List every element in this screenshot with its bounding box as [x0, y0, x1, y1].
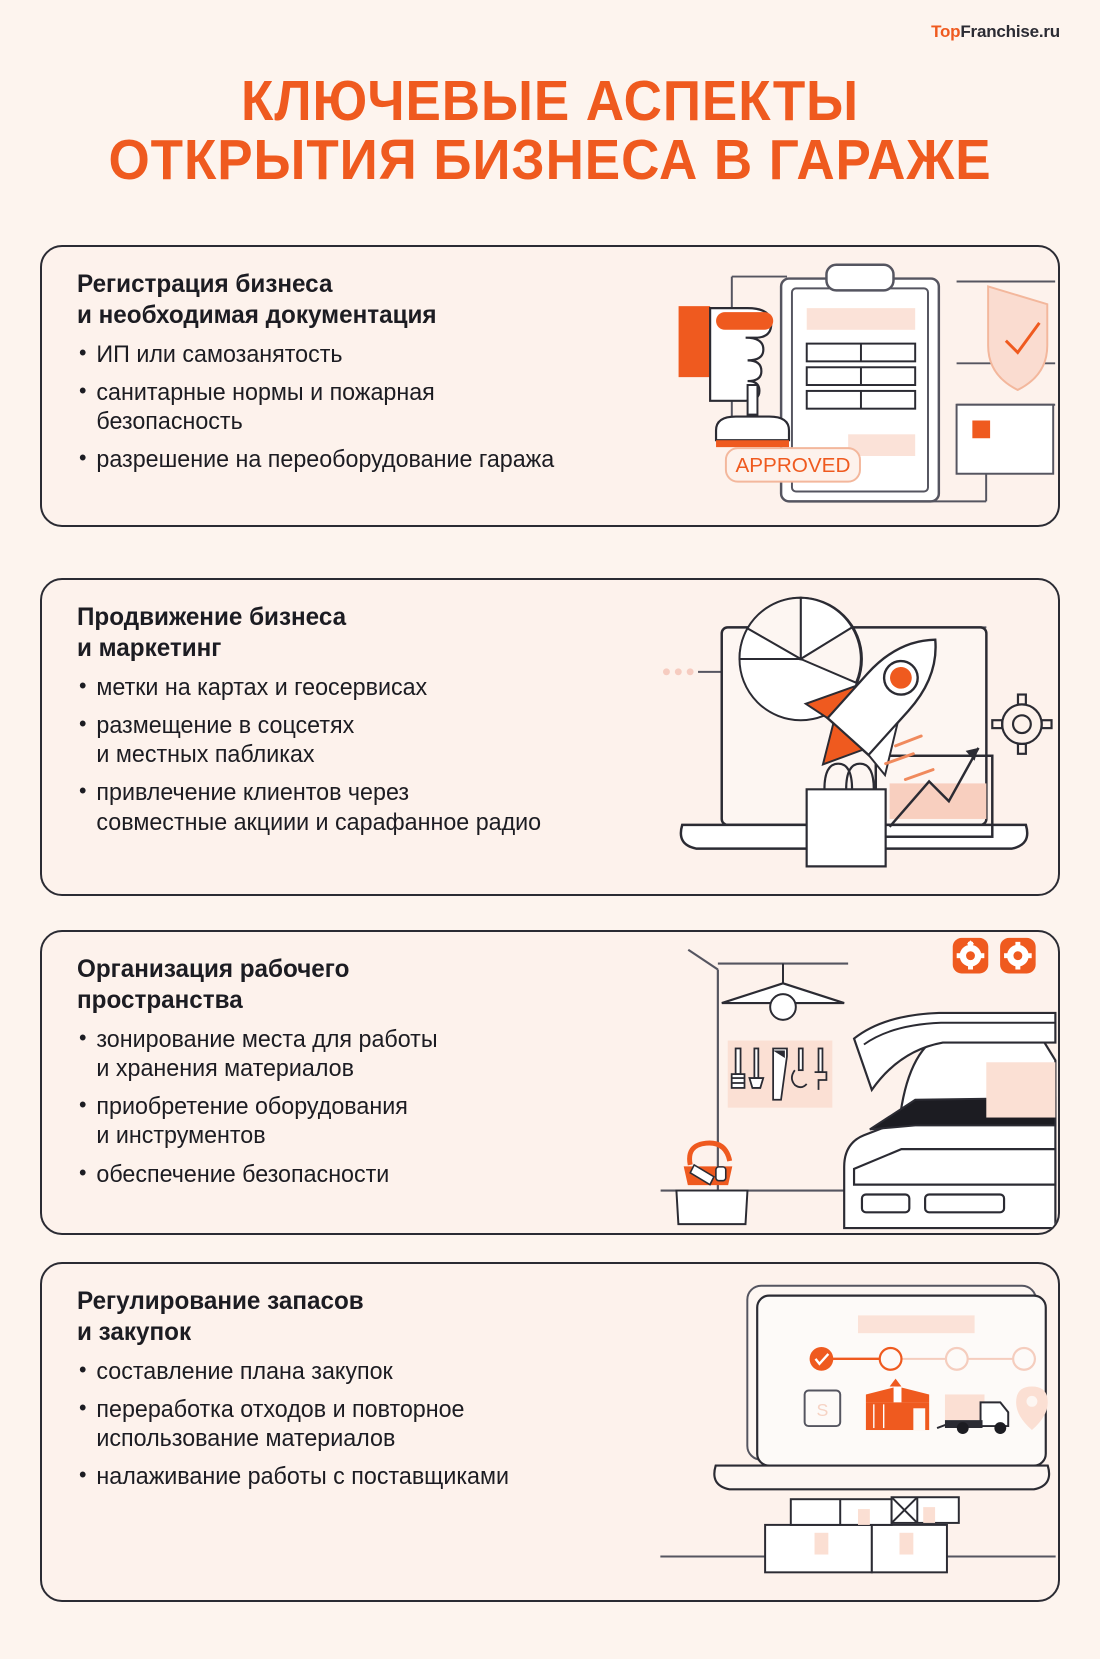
- card-bullet-list: метки на картах и геосервисах размещение…: [77, 673, 727, 837]
- logo-accent-text: Top: [931, 22, 961, 41]
- card-business-promotion: Продвижение бизнеса и маркетинг метки на…: [40, 578, 1060, 896]
- list-item: зонирование места для работы и хранения …: [77, 1025, 708, 1084]
- list-item: составление плана закупок: [77, 1357, 708, 1386]
- documents-stamp-illustration: APPROVED: [658, 247, 1058, 525]
- garage-workspace-car-illustration: [658, 932, 1058, 1233]
- gear-icon: [952, 937, 989, 974]
- list-item: метки на картах и геосервисах: [77, 673, 708, 702]
- card-bullet-list: составление плана закупок переработка от…: [77, 1357, 727, 1492]
- card-title: Продвижение бизнеса и маркетинг: [77, 603, 347, 663]
- card-text-block: Регистрация бизнеса и необходимая докуме…: [77, 269, 727, 484]
- card-business-registration: APPROVED Регистрация бизнеса и необходим…: [40, 245, 1060, 527]
- page-title: Ключевые аспекты открытия бизнеса в гара…: [39, 69, 1062, 193]
- list-item: размещение в соцсетях и местных пабликах: [77, 711, 708, 770]
- card-title: Регистрация бизнеса и необходимая докуме…: [77, 270, 437, 330]
- package-box-icon: [865, 1378, 930, 1431]
- gear-icon: [1000, 937, 1036, 974]
- laptop-rocket-marketing-illustration: [658, 580, 1058, 894]
- location-pin-icon: [1016, 1386, 1048, 1431]
- page-title-line-2: открытия бизнеса в гараже: [108, 128, 992, 193]
- card-inventory-procurement: S: [40, 1262, 1060, 1602]
- check-icon: [809, 1347, 834, 1371]
- list-item: налаживание работы с поставщиками: [77, 1462, 708, 1491]
- card-text-block: Регулирование запасов и закупок составле…: [77, 1286, 727, 1501]
- approved-stamp-label: APPROVED: [735, 454, 850, 477]
- card-title: Организация рабочего пространства: [77, 955, 350, 1015]
- card-text-block: Продвижение бизнеса и маркетинг метки на…: [77, 602, 727, 846]
- logo-rest-text: Franchise.ru: [960, 22, 1060, 41]
- supply-chain-laptop-illustration: S: [658, 1264, 1058, 1600]
- card-text-block: Организация рабочего пространства зониро…: [77, 954, 727, 1198]
- list-item: приобретение оборудования и инструментов: [77, 1092, 708, 1151]
- list-item: привлечение клиентов через совместные ак…: [77, 778, 708, 837]
- svg-text:S: S: [816, 1400, 828, 1420]
- list-item: обеспечение безопасности: [77, 1160, 708, 1189]
- list-item: разрешение на переоборудование гаража: [77, 445, 708, 474]
- card-bullet-list: ИП или самозанятость санитарные нормы и …: [77, 340, 727, 475]
- list-item: переработка отходов и повторное использо…: [77, 1395, 708, 1454]
- site-logo[interactable]: TopFranchise.ru: [931, 22, 1060, 42]
- list-item: ИП или самозанятость: [77, 340, 708, 369]
- card-title: Регулирование запасов и закупок: [77, 1287, 364, 1347]
- card-workspace-organization: Организация рабочего пространства зониро…: [40, 930, 1060, 1235]
- card-bullet-list: зонирование места для работы и хранения …: [77, 1025, 727, 1189]
- list-item: санитарные нормы и пожарная безопасность: [77, 378, 708, 437]
- page-title-line-1: Ключевые аспекты: [241, 69, 859, 133]
